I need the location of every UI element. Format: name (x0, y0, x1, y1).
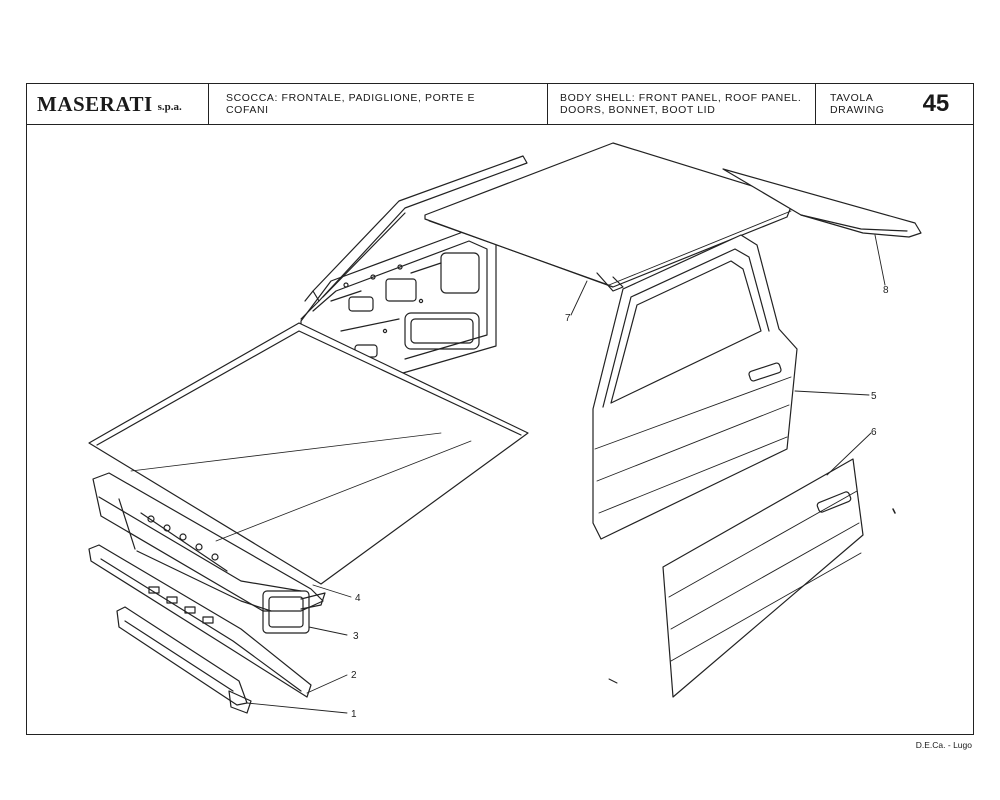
front-door (592, 234, 798, 540)
tavola-label: TAVOLA (830, 92, 874, 104)
drawing-label: DRAWING (830, 104, 885, 116)
exploded-parts-drawing: 1 2 3 4 5 6 7 8 (88, 142, 922, 720)
front-panel (92, 472, 326, 634)
callout-6: 6 (871, 427, 877, 438)
outer-door-skin (608, 458, 896, 698)
brand-suffix: s.p.a. (157, 100, 182, 113)
roof-panel (424, 142, 795, 292)
caption-en-line2: DOORS, BONNET, BOOT LID (560, 104, 716, 116)
brand-cell: MASERATI s.p.a. (27, 84, 209, 124)
leader-lines (246, 234, 886, 714)
table-number-cell: TAVOLA DRAWING 45 (816, 84, 973, 124)
callout-5: 5 (871, 391, 877, 402)
caption-it-line1: SCOCCA: FRONTALE, PADIGLIONE, PORTE E (226, 92, 476, 104)
caption-it-line2: COFANI (226, 104, 269, 116)
callout-labels: 1 2 3 4 5 6 7 8 (351, 285, 889, 720)
title-block: MASERATI s.p.a. SCOCCA: FRONTALE, PADIGL… (27, 84, 973, 125)
bonnet (88, 322, 529, 585)
table-number: 45 (922, 90, 950, 117)
caption-en-line1: BODY SHELL: FRONT PANEL, ROOF PANEL. (560, 92, 802, 104)
callout-8: 8 (883, 285, 889, 296)
callout-4: 4 (355, 593, 361, 604)
brand-logo: MASERATI (37, 91, 153, 116)
caption-italian: SCOCCA: FRONTALE, PADIGLIONE, PORTE E CO… (209, 84, 548, 124)
lower-crossmember (88, 544, 312, 698)
callout-3: 3 (353, 631, 359, 642)
boot-lid (722, 168, 922, 238)
caption-english: BODY SHELL: FRONT PANEL, ROOF PANEL. DOO… (548, 84, 816, 124)
callout-7: 7 (565, 313, 571, 324)
footer-credit: D.E.Ca. - Lugo (915, 740, 972, 750)
drawing-sheet: MASERATI s.p.a. SCOCCA: FRONTALE, PADIGL… (26, 83, 974, 735)
callout-1: 1 (351, 709, 357, 720)
callout-2: 2 (351, 670, 357, 681)
